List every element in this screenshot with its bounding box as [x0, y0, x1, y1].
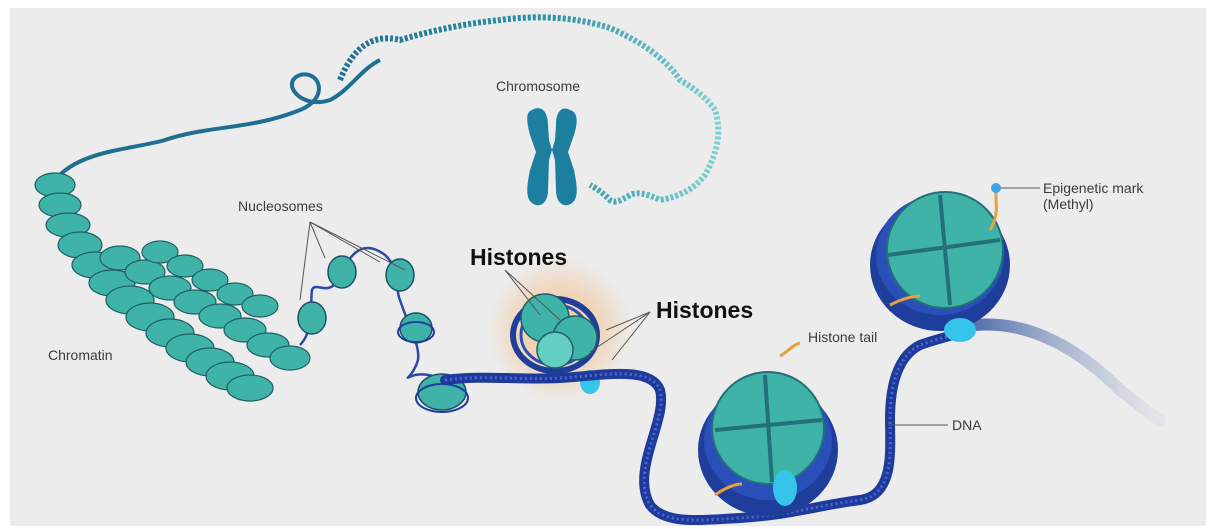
histones-label-secondary: Histones	[656, 297, 753, 324]
histones-label-primary: Histones	[470, 244, 567, 271]
chromosome-label: Chromosome	[496, 78, 580, 94]
nucleosomes-label: Nucleosomes	[238, 198, 323, 214]
histone-tail-label: Histone tail	[808, 329, 877, 345]
epigenetic-mark-subtitle: (Methyl)	[1043, 196, 1143, 212]
epigenetic-mark-label: Epigenetic mark (Methyl)	[1043, 180, 1143, 212]
dna-label: DNA	[952, 417, 982, 433]
epigenetic-mark-title: Epigenetic mark	[1043, 180, 1143, 196]
chromatin-label: Chromatin	[48, 347, 113, 363]
methyl-mark-icon	[991, 183, 1001, 193]
